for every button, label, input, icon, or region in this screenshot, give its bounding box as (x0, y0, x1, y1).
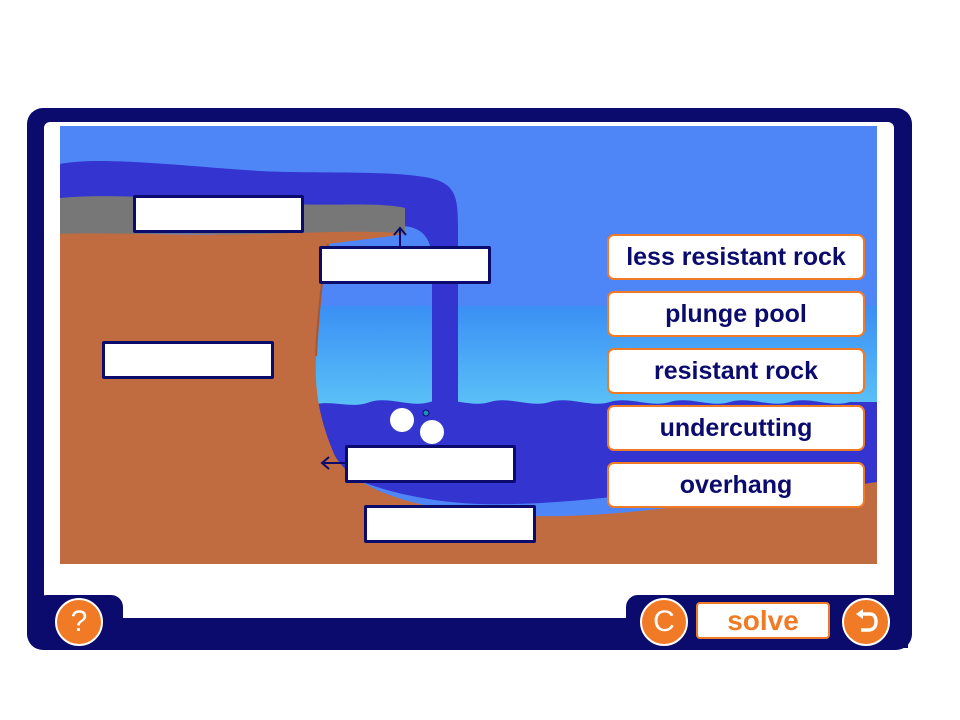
help-icon: ? (70, 605, 88, 638)
drop-target-2[interactable] (319, 246, 491, 284)
label-less-resistant-rock[interactable]: less resistant rock (607, 234, 865, 280)
label-undercutting[interactable]: undercutting (607, 405, 865, 451)
splash-bubble-small (422, 409, 430, 417)
label-plunge-pool[interactable]: plunge pool (607, 291, 865, 337)
arrow-to-overhang-icon (393, 226, 407, 246)
solve-button[interactable]: solve (696, 602, 830, 639)
less-resistant-rock-layer (60, 231, 877, 564)
clear-icon: C (653, 605, 675, 638)
help-button[interactable]: ? (55, 598, 103, 646)
clear-button[interactable]: C (640, 598, 688, 646)
arrow-to-undercut-icon (320, 456, 345, 470)
drop-target-5[interactable] (364, 505, 536, 543)
label-overhang[interactable]: overhang (607, 462, 865, 508)
solve-label: solve (727, 604, 799, 636)
undo-arrow-icon (856, 609, 878, 632)
drop-target-3[interactable] (102, 341, 274, 379)
splash-bubble (390, 408, 414, 432)
drop-target-4[interactable] (345, 445, 516, 483)
splash-bubble (420, 420, 444, 444)
label-resistant-rock[interactable]: resistant rock (607, 348, 865, 394)
drop-target-1[interactable] (133, 195, 304, 233)
undo-button[interactable] (842, 598, 890, 646)
